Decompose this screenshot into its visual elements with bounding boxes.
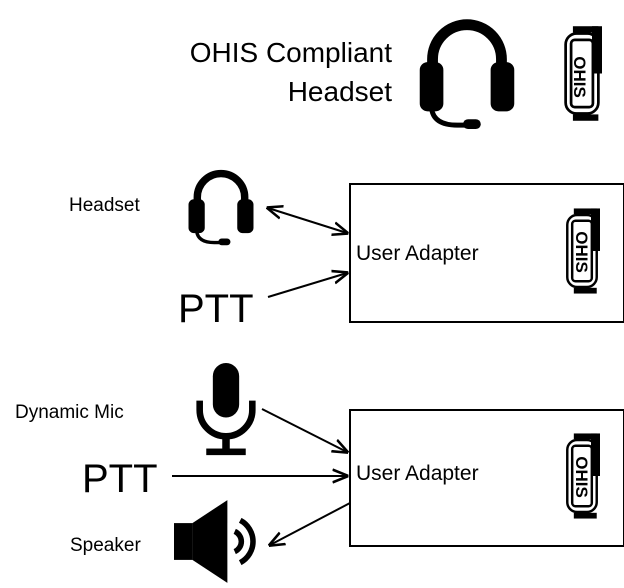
user-adapter-label-2: User Adapter — [356, 462, 479, 485]
user-adapter-box-2 — [349, 409, 624, 547]
ptt-label-2: PTT — [82, 457, 158, 501]
speaker-label: Speaker — [70, 535, 141, 556]
adapter-speaker-arrow — [270, 502, 351, 545]
ohis-logo-text: OHIS — [572, 231, 591, 273]
user-adapter-label-1: User Adapter — [356, 242, 479, 265]
ptt-adapter-arrow-1 — [267, 273, 347, 298]
header-line2: Headset — [288, 76, 393, 107]
ohis-logo-text: OHIS — [570, 56, 589, 98]
header-line1: OHIS Compliant — [190, 37, 393, 68]
dynamic-mic-label: Dynamic Mic — [15, 402, 124, 423]
ohis-logo-text: OHIS — [572, 456, 591, 498]
mic-adapter-arrow — [261, 408, 347, 452]
speaker-icon — [174, 500, 253, 583]
ptt-label-1: PTT — [178, 287, 254, 331]
headset-label: Headset — [69, 195, 140, 216]
headset-icon — [189, 174, 254, 246]
headset-adapter-arrow — [268, 208, 347, 233]
headset-icon — [420, 25, 515, 129]
user-adapter-box-1 — [349, 183, 624, 323]
microphone-icon — [200, 363, 253, 455]
